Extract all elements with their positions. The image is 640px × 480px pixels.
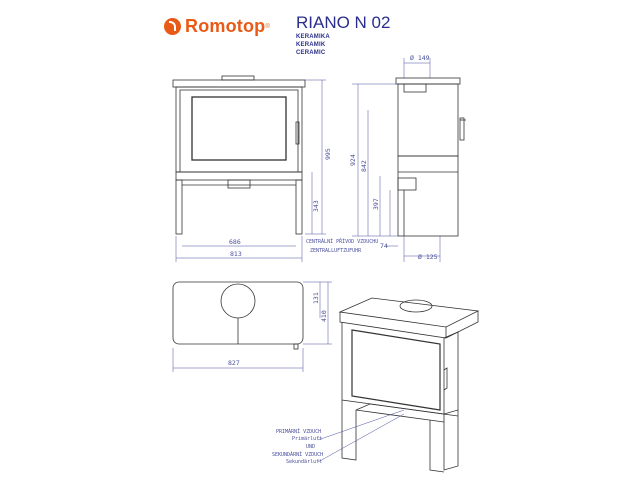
air-pointer-lines — [317, 409, 405, 463]
romotop-logo-icon — [164, 18, 181, 35]
brand-logo: Romotop ® — [164, 16, 270, 37]
top-dimensions — [172, 281, 332, 372]
dim-depth-410: 410 — [320, 310, 328, 322]
dim-height-842: 842 — [360, 160, 368, 172]
dim-depth-74: 74 — [380, 242, 388, 250]
dim-flue-diameter: Ø 149 — [410, 54, 430, 62]
dim-width-827: 827 — [228, 359, 240, 367]
dim-width-813: 813 — [230, 250, 242, 258]
brand-name: Romotop — [185, 16, 266, 36]
brand-registered: ® — [265, 23, 270, 30]
model-title: RIANO N 02 — [296, 13, 391, 32]
side-dimensions — [352, 58, 441, 262]
side-view — [395, 77, 466, 237]
top-view — [172, 281, 304, 350]
note-central-air-cz: CENTRÁLNÍ PŘÍVOD VZDUCHU — [306, 237, 378, 245]
note-secondary-de: Sekundärluft — [286, 459, 322, 465]
note-and: UND — [306, 444, 315, 450]
dim-width-686: 686 — [229, 238, 241, 246]
dim-height-343: 343 — [312, 200, 320, 212]
dim-height-397: 397 — [372, 198, 380, 210]
material-de: KERAMIK — [296, 42, 326, 48]
note-primary-cz: PRIMÁRNÍ VZDUCH — [276, 427, 321, 435]
dim-air-diameter: Ø 125 — [418, 253, 438, 261]
note-primary-de: Primärluft — [292, 436, 322, 442]
front-view — [172, 75, 306, 235]
isometric-view — [338, 297, 480, 473]
note-secondary-cz: SEKUNDÁRNÍ VZDUCH — [272, 450, 323, 458]
note-central-air-de: ZENTRALLUFTZUFUHR — [310, 248, 362, 254]
material-cz: KERAMIKA — [296, 34, 330, 40]
dim-height-924: 924 — [349, 154, 357, 166]
dim-height-995: 995 — [324, 148, 332, 160]
dim-top-131: 131 — [312, 292, 320, 304]
front-dimensions — [175, 79, 326, 262]
material-en: CERAMIC — [296, 50, 326, 56]
